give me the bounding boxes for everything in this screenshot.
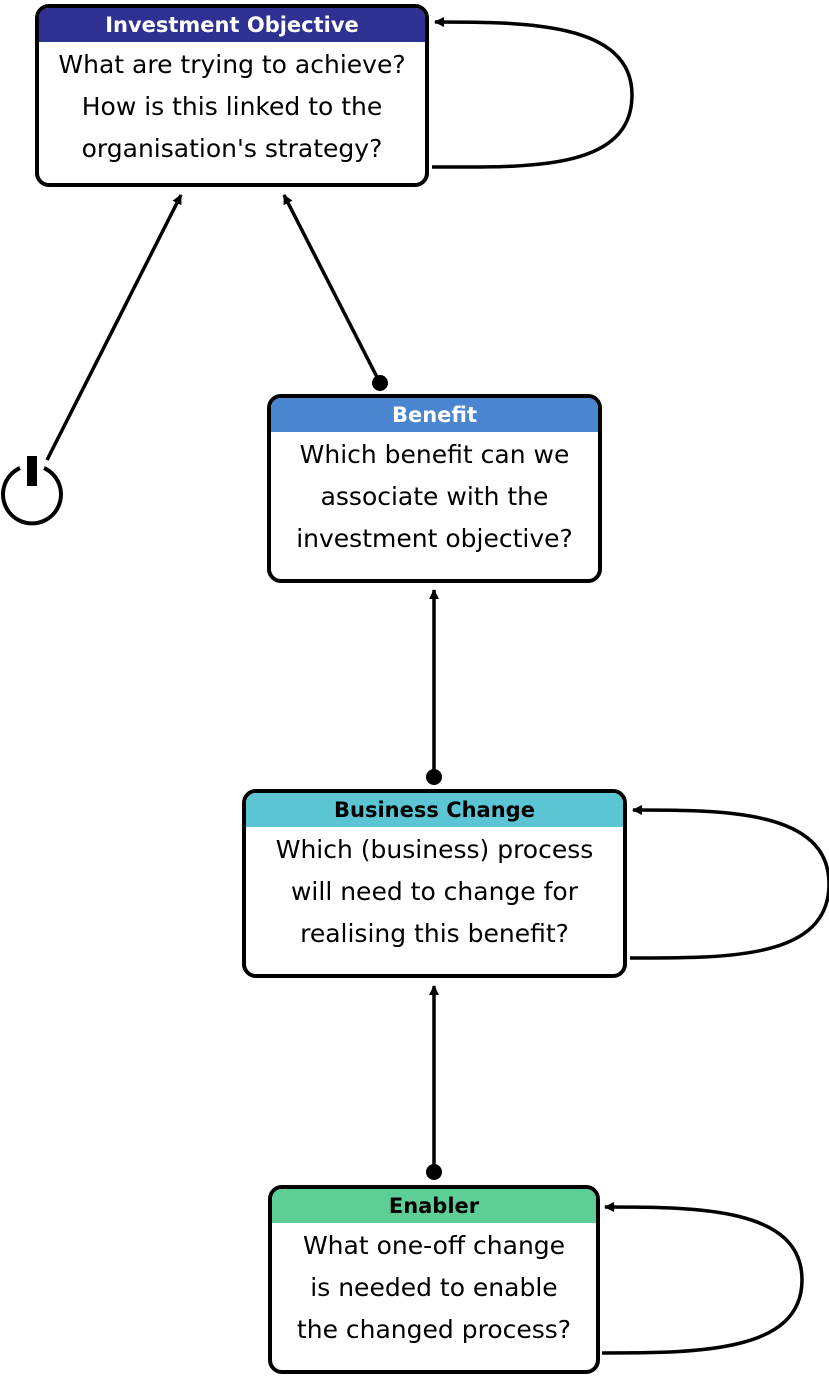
text-line: organisation's strategy?: [81, 134, 383, 163]
text-line: the changed process?: [296, 1315, 572, 1344]
text-line: How is this linked to the: [81, 92, 383, 121]
benefit-connector-dot: [372, 375, 388, 391]
text-line: Which (business) process: [275, 835, 594, 864]
text-line: investment objective?: [296, 524, 573, 553]
text-line: Which benefit can we: [299, 440, 570, 469]
benefit-text: Which benefit can we associate with the …: [271, 432, 598, 560]
business-change-text: Which (business) process will need to ch…: [246, 827, 623, 955]
objective-self-loop-arrow: [431, 17, 634, 169]
business-change-node[interactable]: Business Change Which (business) process…: [242, 789, 627, 978]
enabler-self-loop-arrow: [601, 1202, 804, 1355]
start-to-objective-arrow: [45, 194, 183, 461]
enabler-title: Enabler: [272, 1189, 596, 1223]
investment-objective-text: What are trying to achieve? How is this …: [39, 42, 425, 170]
text-line: What one-off change: [302, 1231, 566, 1260]
change-self-loop-arrow: [629, 805, 829, 960]
text-line: will need to change for: [290, 877, 579, 906]
investment-objective-title: Investment Objective: [39, 8, 425, 42]
text-line: realising this benefit?: [300, 919, 569, 948]
enabler-node[interactable]: Enabler What one-off change is needed to…: [268, 1185, 600, 1374]
text-line: is needed to enable: [310, 1273, 558, 1302]
benefit-node[interactable]: Benefit Which benefit can we associate w…: [267, 394, 602, 583]
benefit-to-objective-arrow: [282, 194, 382, 384]
investment-objective-node[interactable]: Investment Objective What are trying to …: [35, 4, 429, 187]
enabler-connector-dot: [426, 1164, 442, 1180]
benefit-title: Benefit: [271, 398, 598, 432]
change-connector-dot: [426, 769, 442, 785]
text-line: What are trying to achieve?: [58, 50, 406, 79]
power-icon: [1, 456, 63, 526]
business-change-title: Business Change: [246, 793, 623, 827]
text-line: associate with the: [320, 482, 549, 511]
enabler-text: What one-off change is needed to enable …: [272, 1223, 596, 1351]
